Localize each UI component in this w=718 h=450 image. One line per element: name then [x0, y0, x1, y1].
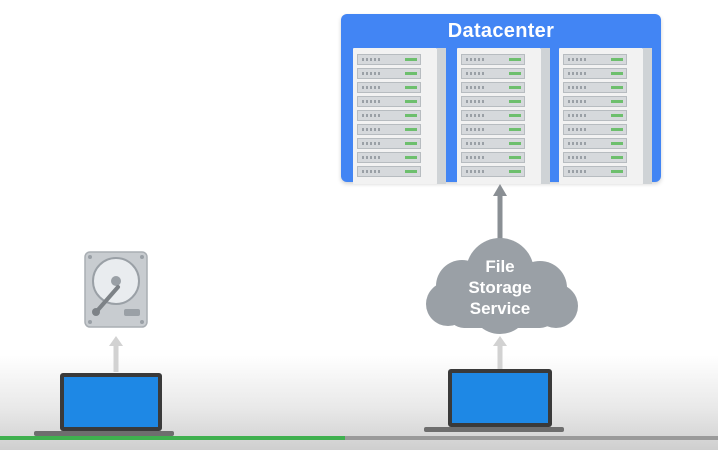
cloud-label-line1: File — [485, 257, 515, 276]
hard-drive-icon — [84, 251, 148, 328]
cloud-icon — [426, 238, 578, 334]
cloud-label-line3: Service — [469, 299, 531, 318]
arrow-up-icon — [493, 184, 507, 244]
server-rack-icon — [457, 48, 550, 184]
server-rack-icon — [559, 48, 652, 184]
server-rack-icon — [353, 48, 446, 184]
video-progress-fill — [0, 436, 345, 440]
laptop-icon — [424, 369, 564, 432]
datacenter-panel: Datacenter — [341, 14, 661, 184]
video-progress-bar[interactable] — [0, 436, 718, 440]
arrow-up-icon — [493, 336, 507, 370]
laptop-icon — [34, 373, 174, 436]
datacenter-title: Datacenter — [447, 20, 555, 42]
arrow-up-icon — [109, 336, 123, 372]
cloud-label-line2: Storage — [468, 278, 532, 297]
